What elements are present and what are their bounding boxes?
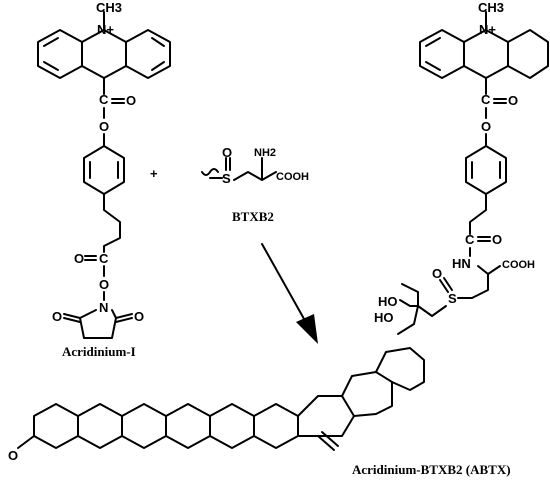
product-label: Acridinium-BTXB2 (ABTX) xyxy=(352,462,511,477)
btxb2-label: BTXB2 xyxy=(232,209,274,224)
product-n-plus: N+ xyxy=(479,22,496,37)
succinimide-o-right: O xyxy=(134,309,144,324)
product-amide-nh: HN xyxy=(452,256,471,271)
product-amide-oxygen: O xyxy=(492,232,502,247)
ester-carbon: C xyxy=(99,92,109,107)
acridinium-i-label: Acridinium-I xyxy=(62,344,136,359)
product-ester-carbonyl-o: O xyxy=(508,93,518,108)
product-amide-carbon: C xyxy=(465,232,475,247)
nhs-ester-carbonyl-o: O xyxy=(74,251,84,266)
n-o-oxygen: O xyxy=(99,277,109,292)
btxb2-sulfoxide-o: O xyxy=(222,145,232,160)
reaction-arrow xyxy=(261,243,318,344)
btxb2-structure: S O NH2 COOH xyxy=(201,145,309,186)
lactone-carbonyl-o: O xyxy=(8,448,18,463)
product-hydroxyl-ho: HO xyxy=(378,294,398,309)
n-methyl: CH3 xyxy=(96,0,122,15)
acridinium-n-plus: N+ xyxy=(97,22,114,37)
btxb2-sulfoxide-s: S xyxy=(222,171,231,186)
phenol-oxygen: O xyxy=(99,119,109,134)
polyether-ladder: O HO xyxy=(8,310,425,463)
succinimide-n: N xyxy=(99,300,108,315)
product-n-methyl: CH3 xyxy=(478,0,504,15)
btxb2-amine: NH2 xyxy=(254,147,276,159)
acridinium-btxb2-structure: N+ CH3 C O O C O HN COOH S O HO xyxy=(378,0,549,335)
nhs-ester-carbon: C xyxy=(99,251,109,266)
product-sulfoxide-s: S xyxy=(448,291,457,306)
product-sulfoxide-o: O xyxy=(432,266,442,281)
plus-sign: + xyxy=(150,166,158,181)
succinimide-o-left: O xyxy=(52,309,62,324)
ladder-hydroxy-ho: HO xyxy=(374,310,394,325)
btxb2-acid: COOH xyxy=(276,171,309,183)
ester-carbonyl-o: O xyxy=(126,93,136,108)
product-acid: COOH xyxy=(502,259,535,271)
product-phenol-oxygen: O xyxy=(481,119,491,134)
product-ester-carbon: C xyxy=(481,92,491,107)
acridinium-i-structure: N+ CH3 C O O C O O N O O xyxy=(37,0,171,339)
